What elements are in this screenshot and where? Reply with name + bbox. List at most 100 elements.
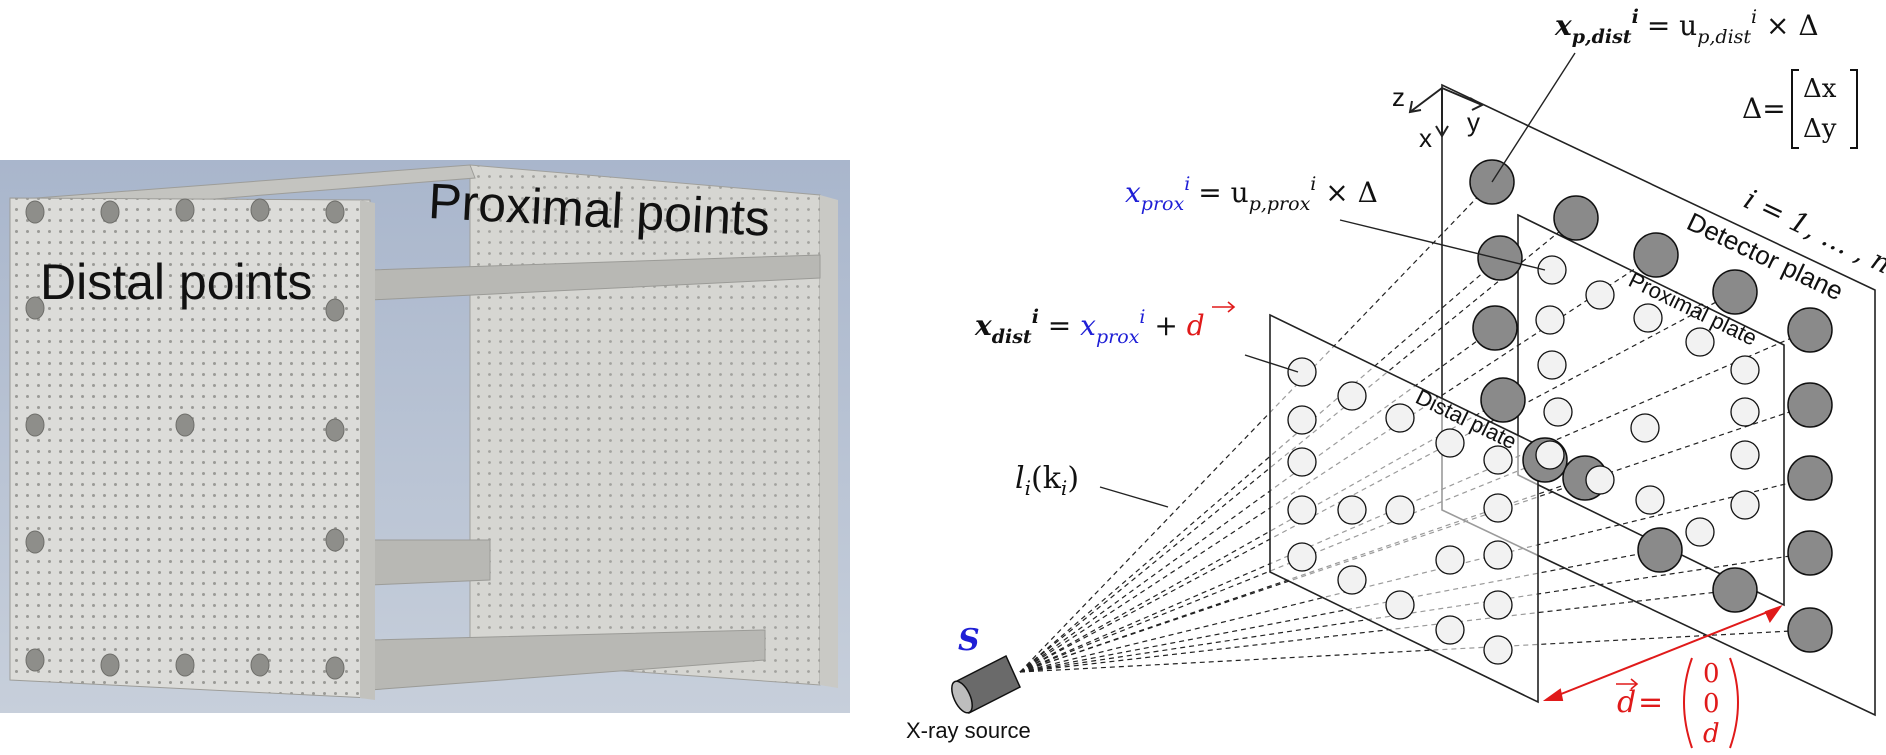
eq-prox-rhs: = u [1198,176,1248,209]
detector-marker [1787,455,1833,501]
distal-hole [25,200,45,224]
distal-hole [325,298,345,322]
proximal-marker [1730,355,1760,385]
eq-dist-lhs-sup: i [1032,306,1039,328]
eq-dist-x2-sub: prox [1096,326,1140,348]
distal-hole [100,200,120,224]
distal-marker [1483,493,1513,523]
detector-marker [1637,527,1683,573]
source-symbol: S [958,623,980,658]
eq-dist-lhs: x [974,309,992,342]
distal-marker [1385,495,1415,525]
detector-marker [1633,232,1679,278]
distal-hole [100,653,120,677]
ray-label-sub: i [1025,476,1031,500]
distal-marker [1337,565,1367,595]
distal-hole [25,530,45,554]
eq-prox-lhs: x [1125,176,1141,209]
distal-marker [1287,495,1317,525]
ray-label: li(ki) [1015,461,1079,500]
detector-marker [1787,382,1833,428]
projection-ray [1019,217,1577,673]
proximal-marker [1633,303,1663,333]
eq-detector-rhs-sub: p,dist [1697,26,1751,48]
distal-large-holes [25,198,345,680]
detector-marker [1787,607,1833,653]
distal-points-label: Distal points [40,254,313,310]
proximal-marker [1635,485,1665,515]
eq-prox-tail: × Δ [1316,176,1377,209]
projection-ray [1019,549,1661,673]
axis-z-label: z [1392,82,1405,112]
proximal-marker [1685,517,1715,547]
proximal-marker [1585,465,1615,495]
distal-hole [325,528,345,552]
distal-marker [1435,428,1465,458]
eq-detector-rhs: = u [1647,9,1697,42]
eq-detector-lhs-sup: i [1632,6,1639,28]
proximal-marker [1537,350,1567,380]
distal-marker [1287,357,1317,387]
distal-hole [175,653,195,677]
eq-detector: xp,disti= up,disti × Δ [1554,6,1819,48]
distal-plate-edge [360,200,375,700]
eq-detector-rhs-sup: i [1751,6,1757,28]
ray-label-close: ) [1067,461,1079,496]
eq-prox-lhs-sub: prox [1141,193,1185,215]
distal-hole [25,296,45,320]
eq-prox-rhs-sup: i [1310,173,1316,195]
d-vector-v2: 0 [1703,689,1720,719]
detector-marker [1553,195,1599,241]
eq-detector-lhs-sub: p,dist [1572,26,1632,48]
ray-label-arg: (k [1031,461,1062,496]
distal-marker [1483,445,1513,475]
eq-dist-d: d [1187,309,1205,342]
proximal-marker [1630,413,1660,443]
distal-hole [25,413,45,437]
distal-marker [1385,403,1415,433]
distal-marker [1435,615,1465,645]
proximal-marker [1535,305,1565,335]
distal-hole [25,648,45,672]
projection-ray [1019,629,1811,673]
detector-marker [1787,530,1833,576]
eq-dist-plus: + [1145,309,1186,342]
distal-marker [1287,405,1317,435]
delta-y: Δy [1803,114,1837,144]
eq-detector-lhs: x [1554,9,1572,42]
proximal-marker [1730,490,1760,520]
proximal-marker [1730,397,1760,427]
distal-hole [325,656,345,680]
projection-ray [1019,257,1501,673]
detector-marker [1787,307,1833,353]
distal-marker [1483,635,1513,665]
distal-marker [1483,540,1513,570]
eq-dist-x2: x [1080,309,1096,342]
proximal-marker [1535,440,1565,470]
d-vector-paren-left [1683,657,1693,749]
detector-marker [1480,377,1526,423]
detector-marker [1477,235,1523,281]
d-vector-v1: 0 [1703,659,1720,689]
proximal-marker [1585,280,1615,310]
proximal-plate-edge [820,195,838,688]
distal-hole [175,198,195,222]
d-vector-v3: d [1703,719,1720,749]
distal-marker [1435,545,1465,575]
axis-x-label: x [1419,123,1432,153]
eq-dist-mid: = [1039,309,1080,342]
d-vector-eq: = [1638,685,1663,720]
fiducial-markers [1287,159,1833,665]
phantom-render [0,160,850,713]
distal-hole [250,198,270,222]
distal-marker [1385,590,1415,620]
eq-dist-lhs-sub: dist [992,326,1032,348]
delta-eq-lhs: Δ= [1742,92,1786,125]
eq-dist: xdisti = xproxi + d [974,306,1205,348]
eq-prox-lhs-sup: i [1184,173,1190,195]
distal-marker [1287,542,1317,572]
detector-plane [1441,83,1876,717]
d-vector-lhs: d [1617,685,1636,720]
detector-marker [1712,567,1758,613]
distal-hole [175,413,195,437]
